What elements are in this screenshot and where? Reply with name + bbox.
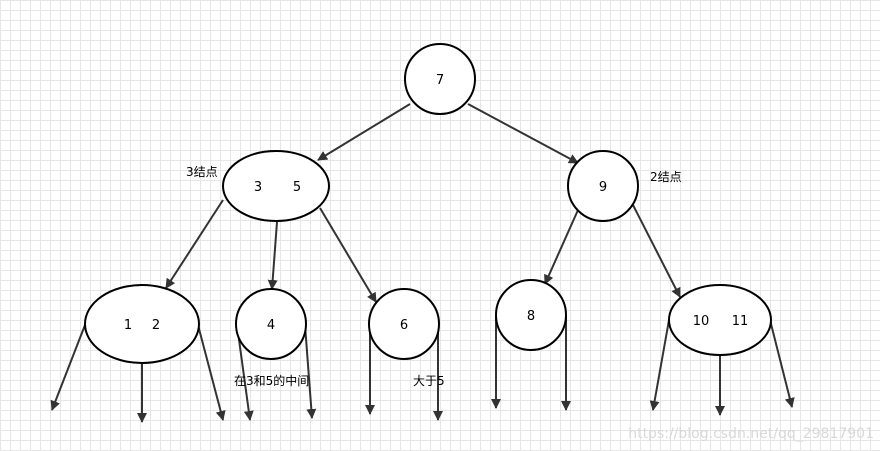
edge-7-to-35 (317, 103, 411, 161)
node-6-key: 6 (400, 318, 408, 333)
node-3-5-key-5: 5 (293, 180, 301, 195)
annotation-two-node: 2结点 (650, 170, 682, 184)
edges (50, 103, 795, 423)
edge-12-left (50, 324, 86, 411)
edge-1011-right (769, 319, 795, 408)
node-8-key: 8 (527, 309, 535, 324)
node-4-key: 4 (267, 318, 275, 333)
node-7-key: 7 (436, 73, 444, 88)
edge-12-right (197, 324, 226, 421)
node-1-2: 1 2 (84, 284, 200, 364)
annotation-greater-than-5: 大于5 (413, 374, 445, 388)
edge-9-to-8 (544, 209, 579, 285)
edge-4-left (236, 324, 254, 421)
node-6: 6 (368, 288, 440, 360)
edge-7-to-9 (467, 103, 579, 164)
node-4: 4 (235, 288, 307, 360)
node-7: 7 (404, 43, 476, 115)
edge-35-to-12 (165, 199, 224, 289)
edge-9-to-1011 (632, 204, 681, 298)
node-8: 8 (495, 279, 567, 351)
edge-35-to-4 (267, 221, 278, 290)
annotation-three-node: 3结点 (186, 165, 218, 179)
watermark: https://blog.csdn.net/qq_29817901 (628, 426, 874, 442)
node-3-5-key-3: 3 (254, 180, 262, 195)
node-9-key: 9 (599, 180, 607, 195)
node-3-5: 3 5 (222, 150, 330, 222)
node-9: 9 (567, 150, 639, 222)
edge-35-to-6 (319, 207, 377, 303)
node-10-11-key-11: 11 (732, 314, 749, 329)
node-10-11-key-10: 10 (693, 314, 710, 329)
node-1-2-key-1: 1 (124, 318, 132, 333)
node-1-2-key-2: 2 (152, 318, 160, 333)
edge-4-right (304, 324, 317, 419)
edge-1011-left (649, 319, 670, 411)
node-10-11: 10 11 (668, 284, 772, 356)
annotation-between-3-and-5: 在3和5的中间 (234, 373, 309, 388)
